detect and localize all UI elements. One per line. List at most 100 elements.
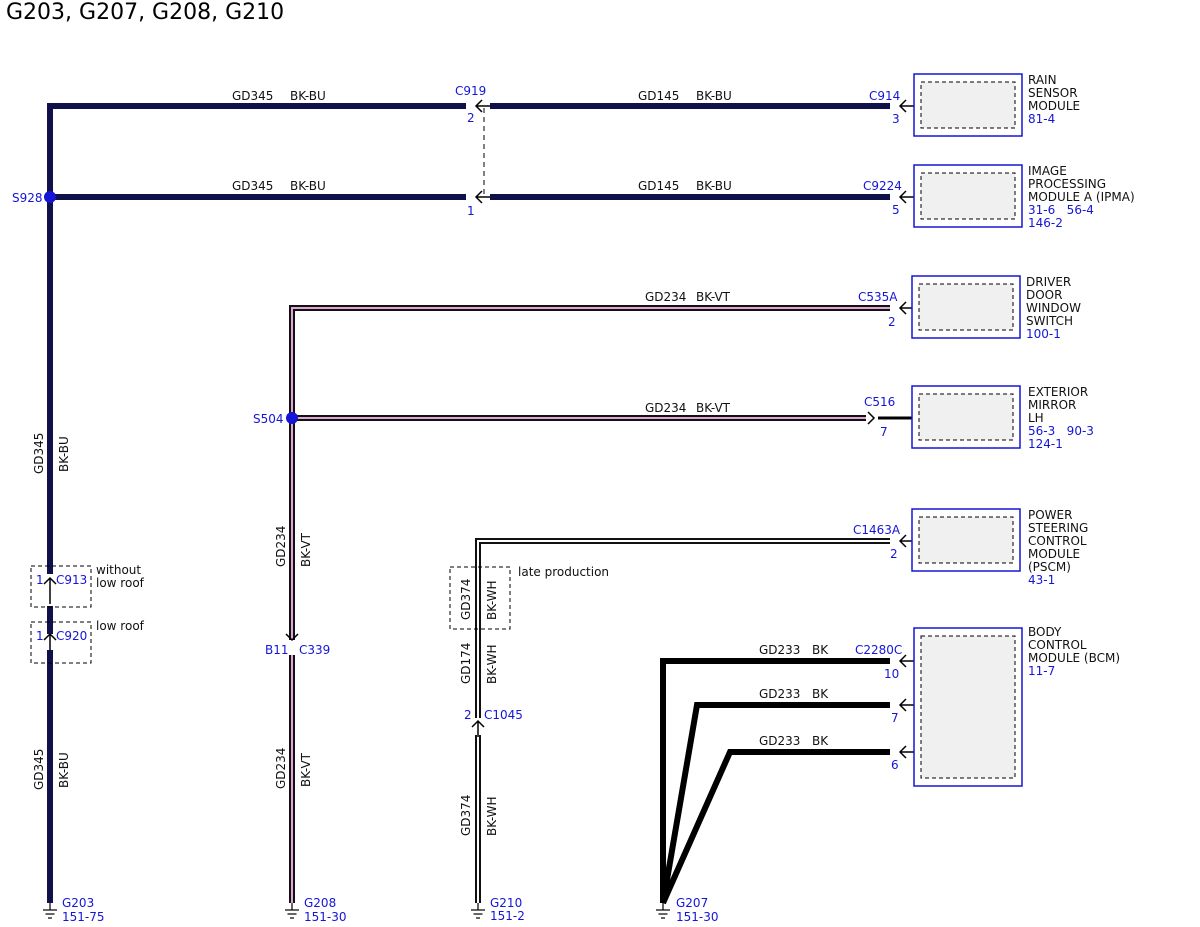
wire-label-bkbu-top2: BK-BU bbox=[696, 89, 732, 103]
wire-label-gd345-v2: GD345 bbox=[32, 749, 46, 790]
module-ipma-line-2: MODULE A (IPMA) bbox=[1028, 190, 1135, 204]
wire-label-gd345-top: GD345 bbox=[232, 89, 273, 103]
wire-label-gd234-h1: GD234 bbox=[645, 290, 686, 304]
connector-c919: C919 bbox=[455, 84, 486, 98]
module-pscm-line-4: (PSCM) bbox=[1028, 560, 1071, 574]
ground-g210-name: G210 bbox=[490, 896, 522, 910]
module-rain-line-2: MODULE bbox=[1028, 99, 1080, 113]
module-ddws-line-3: SWITCH bbox=[1026, 314, 1073, 328]
module-ipma-line-0: IMAGE bbox=[1028, 164, 1067, 178]
c919-pin1-arrow bbox=[474, 190, 490, 204]
module-bcm-line-2: MODULE (BCM) bbox=[1028, 651, 1120, 665]
wire-gd233-pin10 bbox=[660, 658, 890, 903]
module-rain-line-0: RAIN bbox=[1028, 73, 1057, 87]
module-pscm-line-0: POWER bbox=[1028, 508, 1072, 522]
ground-g208-ref: 151-30 bbox=[304, 910, 347, 924]
module-ddws-ref-0: 100-1 bbox=[1026, 327, 1061, 341]
c913-box bbox=[30, 565, 92, 608]
wire-label-bkwh-v2: BK-WH bbox=[485, 644, 499, 684]
wire-bk-bu-group bbox=[47, 103, 890, 903]
connector-c1463a: C1463A bbox=[853, 523, 901, 537]
wire-gd233-pin7 bbox=[660, 702, 890, 904]
connector-c2280c-pin7: 7 bbox=[891, 711, 899, 725]
wire-label-gd234-v1: GD234 bbox=[274, 526, 288, 567]
module-bcm-line-1: CONTROL bbox=[1028, 638, 1087, 652]
page-title: G203, G207, G208, G210 bbox=[6, 0, 285, 25]
module-mirror-line-2: LH bbox=[1028, 411, 1044, 425]
ground-g208-name: G208 bbox=[304, 896, 336, 910]
wire-label-gd374-v1: GD374 bbox=[459, 579, 473, 620]
wire-label-bkwh-v3: BK-WH bbox=[485, 796, 499, 836]
connector-c914: C914 bbox=[869, 89, 900, 103]
wire-label-gd374-v2: GD374 bbox=[459, 795, 473, 836]
wire-gd234-upper bbox=[289, 305, 890, 640]
wire-label-bkwh-v1: BK-WH bbox=[485, 580, 499, 620]
connector-c1463a-pin: 2 bbox=[890, 547, 898, 561]
module-ipma-line-1: PROCESSING bbox=[1028, 177, 1106, 191]
module-rain-ref-0: 81-4 bbox=[1028, 112, 1055, 126]
module-ddws-line-1: DOOR bbox=[1026, 288, 1062, 302]
splice-s928-label: S928 bbox=[12, 191, 43, 205]
connector-c2280c: C2280C bbox=[855, 643, 902, 657]
connector-c516-pin: 7 bbox=[880, 425, 888, 439]
wire-bk-group bbox=[660, 658, 890, 905]
modules bbox=[911, 73, 1023, 787]
connector-c535a-pin: 2 bbox=[888, 315, 896, 329]
connector-c919-pin2: 2 bbox=[467, 111, 475, 125]
wire-label-bk-3: BK bbox=[812, 734, 829, 748]
note-low-roof: low roof bbox=[96, 619, 145, 633]
splice-s504-label: S504 bbox=[253, 412, 284, 426]
connector-c919-pin1: 1 bbox=[467, 204, 475, 218]
module-mirror-line-0: EXTERIOR bbox=[1028, 385, 1088, 399]
c919-pin2-arrow bbox=[474, 99, 490, 113]
wire-label-bk-1: BK bbox=[812, 643, 829, 657]
connector-c920: C920 bbox=[56, 629, 87, 643]
module-mirror-ref-0: 56-3 90-3 bbox=[1028, 424, 1094, 438]
wire-label-bkvt-v2: BK-VT bbox=[299, 752, 313, 787]
connector-c913: C913 bbox=[56, 573, 87, 587]
wire-label-gd174-v: GD174 bbox=[459, 643, 473, 684]
ground-g207-ref: 151-30 bbox=[676, 910, 719, 924]
wire-label-bkbu-v1: BK-BU bbox=[57, 436, 71, 472]
wire-bk-wh-group bbox=[475, 538, 890, 903]
wire-label-bk-2: BK bbox=[812, 687, 829, 701]
ground-g207-name: G207 bbox=[676, 896, 708, 910]
module-ipma-ref-0: 31-6 56-4 bbox=[1028, 203, 1094, 217]
wire-label-gd234-v2: GD234 bbox=[274, 748, 288, 789]
module-mirror-line-1: MIRROR bbox=[1028, 398, 1076, 412]
connector-c1045-pin: 2 bbox=[464, 708, 472, 722]
connector-c920-pin: 1 bbox=[36, 629, 44, 643]
ground-g203-ref: 151-75 bbox=[62, 910, 105, 924]
module-pscm-ref-0: 43-1 bbox=[1028, 573, 1055, 587]
wire-label-bkbu-top: BK-BU bbox=[290, 89, 326, 103]
connector-c339-pin: B11 bbox=[265, 643, 289, 657]
module-ipma-ref-1: 146-2 bbox=[1028, 216, 1063, 230]
module-pscm-line-1: STEERING bbox=[1028, 521, 1088, 535]
wire-label-bkvt-h1: BK-VT bbox=[696, 290, 731, 304]
wire-label-gd145-mid: GD145 bbox=[638, 179, 679, 193]
ground-labels: G203 151-75 G208 151-30 G210 151-2 G207 … bbox=[62, 896, 719, 924]
c920-box bbox=[30, 621, 92, 664]
wire-bk-vt-group bbox=[289, 305, 890, 903]
wire-label-bkvt-v1: BK-VT bbox=[299, 532, 313, 567]
module-bcm-line-0: BODY bbox=[1028, 625, 1062, 639]
connector-c913-pin: 1 bbox=[36, 573, 44, 587]
wire-label-gd233-3: GD233 bbox=[759, 734, 800, 748]
connector-c339: C339 bbox=[299, 643, 330, 657]
connector-c9224-pin: 5 bbox=[892, 203, 900, 217]
wire-label-gd233-2: GD233 bbox=[759, 687, 800, 701]
module-bcm-ref-0: 11-7 bbox=[1028, 664, 1055, 678]
wire-label-bkbu-mid2: BK-BU bbox=[696, 179, 732, 193]
wire-gd233-pin6 bbox=[660, 749, 890, 905]
connector-c2280c-pin6: 6 bbox=[891, 758, 899, 772]
late-production-box bbox=[449, 566, 511, 630]
module-rain-line-1: SENSOR bbox=[1028, 86, 1078, 100]
module-mirror-ref-1: 124-1 bbox=[1028, 437, 1063, 451]
ground-symbols bbox=[43, 903, 670, 919]
splice-s504-dot bbox=[286, 412, 298, 424]
module-labels: RAIN SENSOR MODULE 81-4 IMAGE PROCESSING… bbox=[1026, 73, 1135, 678]
module-ddws-line-0: DRIVER bbox=[1026, 275, 1071, 289]
connector-c9224: C9224 bbox=[863, 179, 902, 193]
wire-gd345-top bbox=[47, 103, 466, 109]
